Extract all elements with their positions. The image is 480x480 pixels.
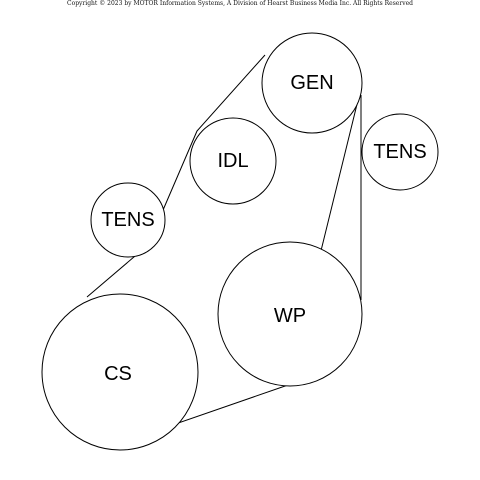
pulley-tens-left-label: TENS bbox=[101, 209, 154, 231]
pulley-idl-label: IDL bbox=[217, 150, 248, 172]
pulley-cs: CS bbox=[41, 293, 199, 451]
pulley-gen-circle bbox=[261, 32, 363, 134]
pulley-gen-label: GEN bbox=[290, 72, 333, 94]
pulley-gen: GEN bbox=[261, 32, 363, 134]
pulley-tens-right-label: TENS bbox=[373, 141, 426, 163]
pulley-wp-circle bbox=[217, 241, 363, 387]
pulley-cs-circle bbox=[41, 293, 199, 451]
pulley-wp: WP bbox=[217, 241, 363, 387]
pulley-tens-left-circle bbox=[90, 182, 166, 258]
copyright-notice: Copyright © 2023 by MOTOR Information Sy… bbox=[66, 0, 413, 7]
pulley-tens-right-circle bbox=[361, 113, 439, 191]
pulley-idl: IDL bbox=[189, 117, 277, 205]
pulley-tens-right: TENS bbox=[361, 113, 439, 191]
pulley-wp-label: WP bbox=[274, 305, 306, 327]
pulley-tens-left: TENS bbox=[90, 182, 166, 258]
pulley-cs-label: CS bbox=[104, 363, 132, 385]
pulley-idl-circle bbox=[189, 117, 277, 205]
